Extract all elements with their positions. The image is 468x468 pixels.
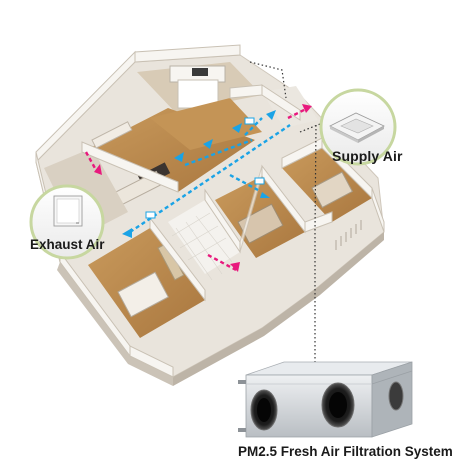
exhaust-air-label: Exhaust Air <box>30 237 105 252</box>
supply-arrow <box>174 152 184 162</box>
supply-arrow <box>232 123 242 133</box>
bathroom-floor <box>168 200 240 274</box>
fresh-air-unit-icon <box>238 361 413 438</box>
connector-lines <box>77 61 331 362</box>
tv-cabinet <box>91 121 133 149</box>
supply-arrow <box>266 110 276 120</box>
exhaust-arrow <box>94 164 102 175</box>
supply-air-flow <box>122 110 291 238</box>
exhaust-air-callout <box>29 184 105 260</box>
floor-slab-edge-right <box>173 232 384 386</box>
bathroom-tile-grid <box>171 212 233 281</box>
ceiling-supply-diffuser-icon <box>329 112 385 143</box>
supply-air-callout <box>319 88 397 166</box>
window-grilles <box>335 220 362 250</box>
supply-vent <box>254 177 265 185</box>
exhaust-arrow <box>302 104 312 113</box>
bed-right <box>311 171 354 209</box>
supply-vent <box>244 117 255 125</box>
dining-area-floor <box>150 98 262 150</box>
apartment-floor-plan <box>35 44 385 386</box>
supply-arrow <box>122 228 132 238</box>
system-name-label: PM2.5 Fresh Air Filtration System <box>238 444 453 459</box>
floor-slab-edge <box>57 262 173 386</box>
walls <box>35 44 385 378</box>
supply-arrow <box>203 139 213 149</box>
supply-vent <box>145 211 156 219</box>
supply-arrow <box>260 192 270 198</box>
wall-exhaust-grille-icon <box>53 195 83 227</box>
bed-left <box>117 271 169 318</box>
exhaust-arrow <box>230 262 240 272</box>
exhaust-air-flow <box>84 104 312 272</box>
supply-air-label: Supply Air <box>332 148 403 164</box>
kitchen-stove <box>192 68 208 76</box>
